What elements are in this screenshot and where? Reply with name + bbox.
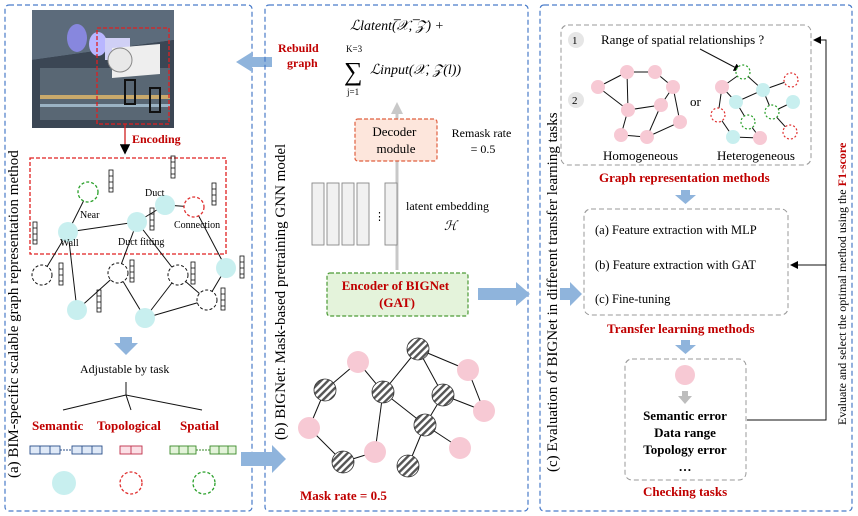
node-label-connection: Connection (174, 220, 220, 231)
encoder-line-1: Encoder of BIGNet (342, 278, 450, 293)
encoder-box (326, 272, 469, 317)
graph-rep-methods-title: Graph representation methods (599, 170, 770, 185)
matrix-ellipsis: ⋮ (374, 211, 385, 223)
panel-c-title: (c) Evaluation of BIGNet in different tr… (545, 112, 561, 472)
encoded-region-box (29, 157, 227, 255)
check-topology-error: Topology error (643, 442, 727, 457)
decoder-module-label: Decoder module (372, 124, 419, 156)
panel-b-title: (b) BIGNet: Mask-based pretraining GNN m… (273, 144, 289, 440)
task-topological: Topological (97, 418, 161, 433)
step-2-label: 2 (572, 95, 578, 107)
transfer-item-mlp: (a) Feature extraction with MLP (595, 223, 757, 237)
latent-embedding-label: latent embedding (406, 199, 489, 213)
side-note-bold: F1-score (835, 142, 849, 186)
heterogeneous-graph-nodes (710, 64, 800, 145)
check-ellipsis: … (679, 459, 692, 474)
node-label-near: Near (80, 210, 100, 221)
task-tree-lines (62, 382, 203, 411)
feature-vector-icons (32, 155, 245, 313)
transfer-item-finetune: (c) Fine-tuning (595, 292, 671, 306)
question-arrow (699, 48, 742, 71)
arrow-into-c (560, 282, 582, 306)
check-data-range: Data range (654, 425, 716, 440)
homogeneous-label: Homogeneous (603, 148, 678, 163)
homogeneous-graph-nodes (591, 65, 687, 144)
remask-rate-label: Remask rate = 0.5 (452, 126, 515, 156)
side-note: Evaluate and select the optimal method u… (835, 142, 849, 425)
bim-model-picture (32, 10, 174, 128)
rebuild-graph-label: Rebuild graph (278, 41, 322, 70)
topological-feature-bar (119, 445, 143, 455)
side-note-prefix: Evaluate and select the optimal method u… (835, 186, 849, 425)
arrow-c-2 (675, 340, 696, 354)
step-1-badge (568, 32, 584, 48)
heterogeneous-label: Heterogeneous (717, 148, 795, 163)
spatial-node-icon (192, 471, 216, 495)
checking-node-icon (675, 365, 695, 385)
panel-a-border (4, 4, 253, 512)
check-semantic-error: Semantic error (643, 408, 727, 423)
node-label-duct-fitting: Duct fitting (118, 237, 164, 248)
heterogeneous-graph-edges (717, 71, 794, 139)
semantic-node-icon (52, 471, 76, 495)
mask-rate-label: Mask rate = 0.5 (300, 488, 387, 503)
encoded-graph-nodes (31, 181, 236, 328)
spatial-feature-bar (169, 445, 237, 455)
loss-sum-symbol: ∑ (344, 57, 363, 86)
loss-latent: ℒlatent(̅𝒳, ̅𝒵) + (350, 19, 444, 34)
remask-line-1: Remask rate (452, 126, 512, 140)
task-semantic: Semantic (32, 418, 84, 433)
node-label-wall: Wall (60, 238, 79, 249)
arrow-a-to-b (241, 445, 286, 473)
task-spatial: Spatial (180, 418, 219, 433)
encoder-label: Encoder of BIGNet (GAT) (342, 278, 453, 310)
loss-input: ℒinput(𝒳, 𝒵(l)) (370, 63, 461, 78)
rebuild-line-1: Rebuild (278, 41, 319, 55)
checking-tasks-box (624, 358, 747, 481)
adjustable-down-arrow (114, 337, 138, 355)
step-2-badge (568, 92, 584, 108)
transfer-methods-title: Transfer learning methods (607, 321, 755, 336)
or-label: or (690, 94, 702, 109)
encoder-line-2: (GAT) (379, 295, 415, 310)
range-question: Range of spatial relationships ? (601, 32, 764, 47)
panel-b-border (264, 4, 529, 512)
rebuild-line-2: graph (287, 56, 318, 70)
checking-down-arrow (678, 391, 692, 404)
latent-embedding-matrix (311, 182, 398, 246)
node-label-duct: Duct (145, 188, 165, 199)
arrow-encoder-to-c (478, 282, 530, 306)
panel-a-title: (a) BIM-specific scalable graph represen… (6, 150, 22, 478)
latent-embedding-symbol: ℋ (444, 218, 459, 233)
flow-arrow-head (391, 102, 403, 114)
decoder-line-1: Decoder (372, 124, 417, 139)
decoder-line-2: module (377, 141, 416, 156)
arrow-c-1 (675, 190, 696, 204)
loss-sum-top: K=3 (346, 44, 363, 54)
remask-line-2: = 0.5 (471, 142, 496, 156)
loss-sum-bottom: j=1 (346, 87, 359, 97)
encoding-label: Encoding (132, 132, 181, 146)
masked-graph-nodes (298, 337, 495, 478)
feedback-loop-line (747, 39, 827, 421)
transfer-item-gat: (b) Feature extraction with GAT (595, 258, 756, 272)
decoder-module-box (354, 118, 438, 162)
checking-tasks-title: Checking tasks (643, 484, 727, 499)
adjustable-label: Adjustable by task (80, 362, 169, 376)
topological-node-icon (119, 471, 143, 495)
step-1-label: 1 (572, 35, 578, 47)
semantic-feature-bar (29, 445, 103, 455)
panel-c-border (539, 4, 853, 512)
rebuild-graph-arrow (236, 52, 272, 72)
